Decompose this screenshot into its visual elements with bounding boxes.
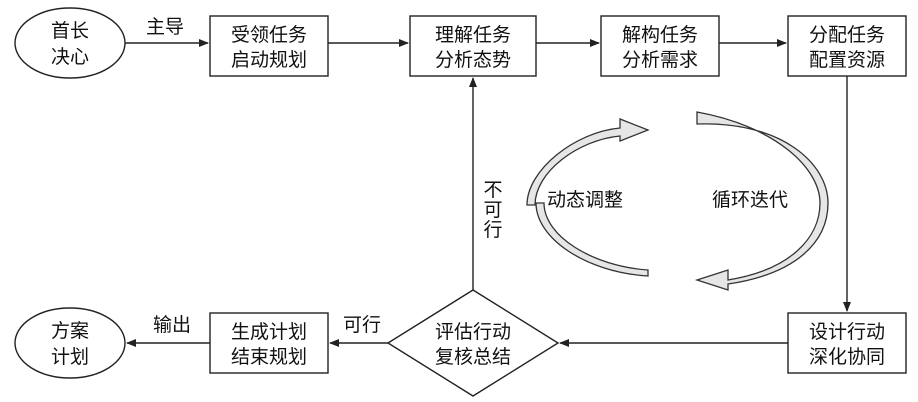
deconstruct-task-line1: 解构任务 bbox=[622, 24, 698, 46]
design-action-line1: 设计行动 bbox=[809, 321, 885, 343]
node-design-action: 设计行动 深化协同 bbox=[787, 312, 907, 374]
leader-decision-line1: 首长 bbox=[51, 20, 89, 42]
node-generate-plan: 生成计划 结束规划 bbox=[209, 312, 329, 374]
understand-task-line1: 理解任务 bbox=[435, 24, 511, 46]
allocate-task-line1: 分配任务 bbox=[809, 24, 885, 46]
node-allocate-task: 分配任务 配置资源 bbox=[787, 15, 907, 77]
cycle-arrow-upper bbox=[526, 118, 650, 206]
evaluate-action-line2: 复核总结 bbox=[435, 346, 511, 368]
cycle-arrow-right bbox=[694, 111, 829, 291]
receive-task-line2: 启动规划 bbox=[231, 49, 307, 71]
edge-label-output: 输出 bbox=[153, 314, 191, 336]
generate-plan-line1: 生成计划 bbox=[231, 321, 307, 343]
node-leader-decision: 首长 决心 bbox=[14, 7, 126, 79]
deconstruct-task-line2: 分析需求 bbox=[622, 49, 698, 71]
cycle-arrow-left-lower bbox=[535, 202, 649, 277]
cycle-label-iterate: 循环迭代 bbox=[712, 189, 788, 211]
node-understand-task: 理解任务 分析态势 bbox=[409, 15, 537, 77]
cycle-arrows bbox=[526, 111, 829, 291]
node-scheme-plan: 方案 计划 bbox=[14, 307, 126, 379]
node-evaluate-action: 评估行动 复核总结 bbox=[386, 289, 560, 397]
generate-plan-line2: 结束规划 bbox=[231, 346, 307, 368]
design-action-line2: 深化协同 bbox=[809, 346, 885, 368]
edge-label-infeasible-2: 可 bbox=[483, 199, 502, 221]
understand-task-line2: 分析态势 bbox=[435, 49, 511, 71]
edge-label-infeasible-3: 行 bbox=[483, 219, 502, 241]
cycle-label-dynamic-adjust: 动态调整 bbox=[547, 189, 623, 211]
evaluate-action-line1: 评估行动 bbox=[435, 321, 511, 343]
node-receive-task: 受领任务 启动规划 bbox=[209, 15, 329, 77]
scheme-plan-line2: 计划 bbox=[51, 346, 89, 368]
receive-task-line1: 受领任务 bbox=[231, 24, 307, 46]
allocate-task-line2: 配置资源 bbox=[809, 49, 885, 71]
scheme-plan-line1: 方案 bbox=[51, 320, 89, 342]
edge-label-lead: 主导 bbox=[146, 16, 184, 38]
edge-label-infeasible-1: 不 bbox=[483, 179, 502, 201]
node-deconstruct-task: 解构任务 分析需求 bbox=[600, 15, 720, 77]
leader-decision-line2: 决心 bbox=[51, 46, 89, 68]
edge-label-feasible: 可行 bbox=[343, 314, 381, 336]
